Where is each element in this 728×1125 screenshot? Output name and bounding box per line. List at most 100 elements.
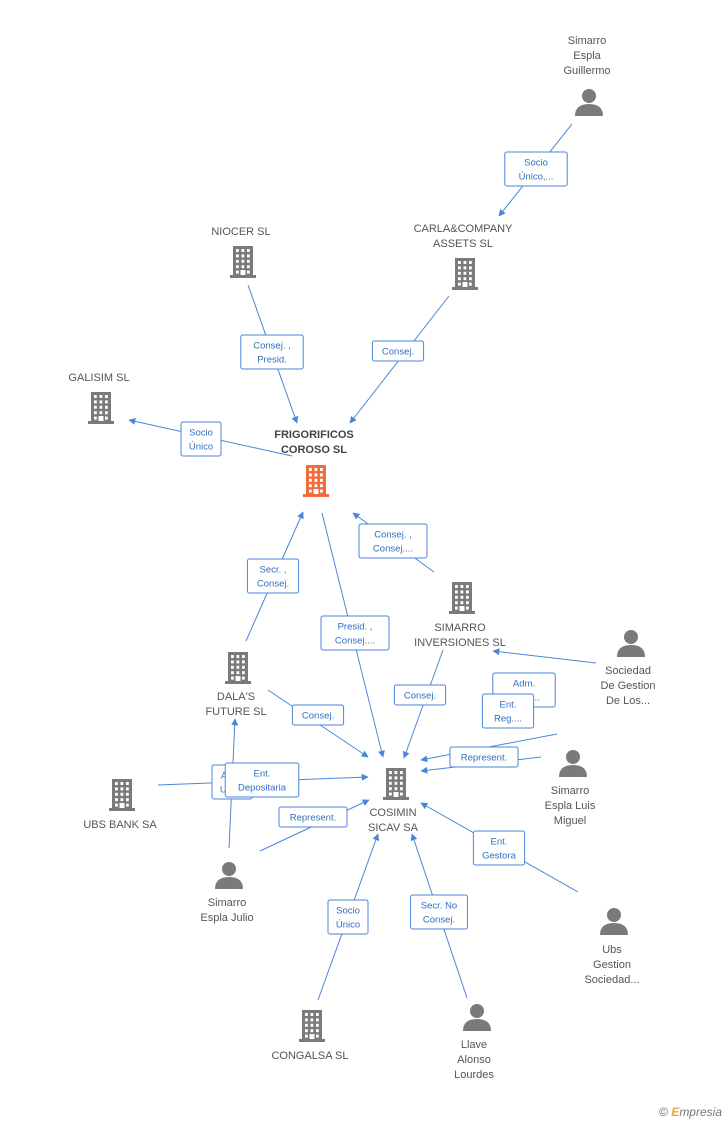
- building-icon: [449, 582, 475, 614]
- person-icon: [617, 630, 645, 657]
- edge-label-simarro_inv-to-cosimin[interactable]: Consej.: [393, 684, 447, 706]
- node-label: INVERSIONES SL: [414, 637, 506, 649]
- edge-label-text: Ent.: [500, 700, 517, 711]
- building-icon: [230, 246, 256, 278]
- edge-label-dalas-to-cosimin[interactable]: Consej.: [291, 704, 345, 726]
- node-sociedad_gestion[interactable]: Sociedad De Gestion De Los...: [600, 630, 656, 707]
- brand-logo[interactable]: Empresia: [671, 1105, 722, 1119]
- edge-label-text: Consej.: [382, 347, 414, 358]
- edge-label-text: Socio: [336, 906, 360, 917]
- edge-label-frigorificos-to-cosimin[interactable]: Presid. , Consej....: [320, 615, 390, 651]
- node-label: Lourdes: [454, 1069, 494, 1081]
- node-frigorificos[interactable]: FRIGORIFICOS COROSO SL: [274, 429, 354, 497]
- node-ubs_bank[interactable]: UBS BANK SA: [83, 779, 157, 831]
- edge-label-text: Ent.: [254, 769, 271, 780]
- building-icon: [383, 768, 409, 800]
- edge-label-text: Consej.: [404, 691, 436, 702]
- node-label: Espla: [573, 50, 601, 62]
- node-label: Gestion: [593, 959, 631, 971]
- node-niocer[interactable]: NIOCER SL: [211, 226, 271, 278]
- building-icon: [303, 465, 329, 497]
- edge-label-text: Consej....: [335, 636, 375, 647]
- edge-label-text: Represent.: [290, 813, 336, 824]
- node-label: Ubs: [602, 944, 622, 956]
- edge-label-text: Ent.: [491, 837, 508, 848]
- edge-label-simarro_luis-to-cosimin[interactable]: Represent.: [449, 746, 519, 768]
- edge-label-niocer-to-frigorificos[interactable]: Consej. , Presid.: [240, 334, 304, 370]
- building-icon: [109, 779, 135, 811]
- node-ubs_gestion[interactable]: UbsGestionSociedad...: [584, 908, 640, 986]
- edge-label-simarro_julio-to-cosimin[interactable]: Represent.: [278, 806, 348, 828]
- edge-label-text: Socio: [524, 158, 548, 169]
- edge-label-text: Consej.: [257, 579, 289, 590]
- edge-label-llave-to-cosimin[interactable]: Secr. No Consej.: [410, 894, 468, 930]
- person-icon: [215, 862, 243, 889]
- edge-label-carla-to-frigorificos[interactable]: Consej.: [371, 340, 425, 362]
- edge-label-text: Consej.: [302, 711, 334, 722]
- edge-label-simarro_guillermo-to-carla[interactable]: SocioÚnico,...: [504, 151, 568, 187]
- edge-label-text: Único: [189, 442, 213, 453]
- node-label: GALISIM SL: [68, 372, 129, 384]
- edge-label-text: Socio: [189, 428, 213, 439]
- node-label: Simarro: [568, 35, 607, 47]
- node-label: Miguel: [554, 815, 586, 827]
- edge-label-ubs_bank-to-cosimin[interactable]: Ent. Depositaria: [224, 762, 300, 798]
- person-icon: [463, 1004, 491, 1031]
- node-label: Sociedad: [605, 665, 651, 677]
- copyright-symbol: ©: [659, 1105, 668, 1119]
- edge-label-text: Consej. ,: [374, 530, 412, 541]
- edge-label-text: Represent.: [461, 753, 507, 764]
- edge-label-simarro_inv-to-frigorificos[interactable]: Consej. , Consej....: [358, 523, 428, 559]
- edge-label-text: Reg....: [494, 714, 522, 725]
- node-label: COROSO SL: [281, 444, 347, 456]
- person-icon: [559, 750, 587, 777]
- node-label: Llave: [461, 1039, 487, 1051]
- node-label: Sociedad...: [584, 974, 639, 986]
- node-label: CARLA&COMPANY: [414, 223, 513, 235]
- edge-label-text: Presid. ,: [338, 622, 373, 633]
- edge-label-text: Presid.: [257, 355, 287, 366]
- node-label: FUTURE SL: [205, 706, 266, 718]
- edge-line-sociedad_gestion-to-simarro_inv: [492, 648, 597, 664]
- node-label: SICAV SA: [368, 822, 419, 834]
- node-label: FRIGORIFICOS: [274, 429, 353, 441]
- node-label: Guillermo: [563, 65, 610, 77]
- edge-label-ubs_gestion-to-cosimin[interactable]: Ent. Gestora: [472, 830, 526, 866]
- node-label: Espla Luis: [545, 800, 596, 812]
- person-icon: [600, 908, 628, 935]
- node-label: Espla Julio: [200, 912, 253, 924]
- edge-label-text: Consej....: [373, 544, 413, 555]
- edge-label-text: Consej. ,: [253, 341, 291, 352]
- building-icon: [88, 392, 114, 424]
- node-label: Alonso: [457, 1054, 491, 1066]
- footer: © Empresia: [659, 1105, 722, 1119]
- edge-label-dalas-to-frigorificos[interactable]: Secr. ,Consej.: [246, 558, 300, 594]
- node-label: NIOCER SL: [211, 226, 270, 238]
- edge-label-text: Gestora: [482, 851, 517, 862]
- node-label: De Gestion: [600, 680, 655, 692]
- node-label: De Los...: [606, 695, 650, 707]
- edge-label-text: Consej.: [423, 915, 455, 926]
- edge-label-text: Secr. No: [421, 901, 457, 912]
- edge-label-text: Depositaria: [238, 783, 287, 794]
- node-galisim[interactable]: GALISIM SL: [68, 372, 130, 424]
- edge-label-sociedad_gestion-to-cosimin[interactable]: Ent. Reg....: [481, 693, 535, 729]
- edge-label-text: Único: [336, 920, 360, 931]
- node-congalsa[interactable]: CONGALSA SL: [271, 1010, 349, 1062]
- building-icon: [299, 1010, 325, 1042]
- person-icon: [575, 89, 603, 116]
- node-label: Simarro: [208, 897, 247, 909]
